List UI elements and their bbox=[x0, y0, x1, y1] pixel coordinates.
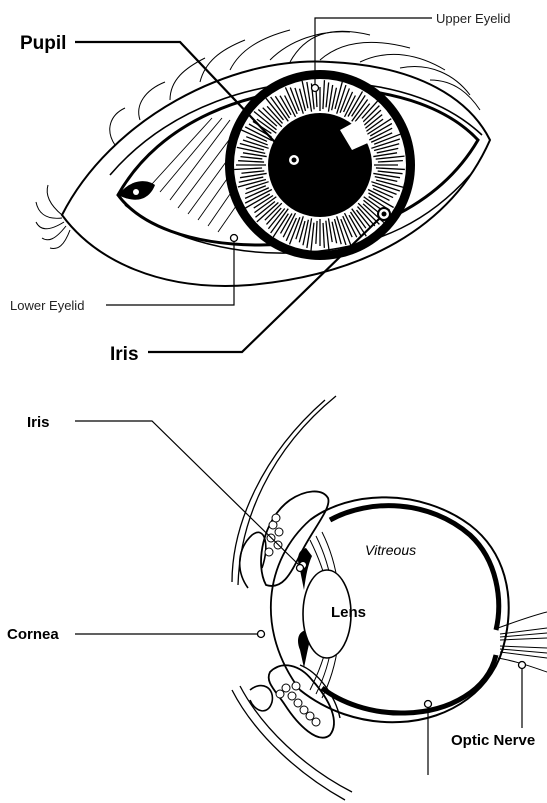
label-cornea: Cornea bbox=[7, 626, 59, 643]
label-lower-eyelid: Lower Eyelid bbox=[10, 298, 84, 313]
bottom-leader-lines bbox=[75, 421, 526, 775]
front-eye-illustration bbox=[36, 30, 490, 286]
lower-gland-cells bbox=[276, 682, 320, 726]
label-iris-bottom: Iris bbox=[27, 414, 50, 431]
label-vitreous: Vitreous bbox=[365, 542, 416, 558]
left-corner-lashes bbox=[36, 185, 70, 248]
label-optic-nerve: Optic Nerve bbox=[451, 732, 535, 749]
lower-lid-fold bbox=[250, 686, 272, 711]
label-lens: Lens bbox=[331, 604, 366, 621]
label-pupil: Pupil bbox=[20, 33, 66, 54]
label-iris-top: Iris bbox=[110, 344, 139, 365]
upper-lid-skin bbox=[238, 396, 336, 585]
label-upper-eyelid: Upper Eyelid bbox=[436, 11, 510, 26]
